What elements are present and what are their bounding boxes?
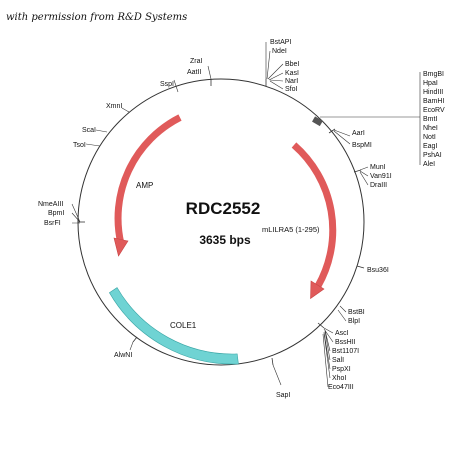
site-asci: AscI (335, 330, 349, 337)
site-ecorv: EcoRV (423, 107, 445, 114)
site-alwni: AlwNI (114, 352, 132, 359)
site-kasi: KasI (285, 70, 299, 77)
site-sfoi: SfoI (285, 86, 298, 93)
site-zrai: ZraI (190, 58, 203, 65)
site-hpai: HpaI (423, 80, 438, 87)
site-sali: SalI (332, 357, 344, 364)
site-draiii: DraIII (370, 182, 387, 189)
site-bpmi: BpmI (48, 210, 64, 217)
site-pspxi: PspXI (332, 366, 351, 373)
site-cluster-muni: MunI Van91I DraIII (353, 164, 392, 189)
site-nmeaiii: NmeAIII (38, 201, 63, 208)
site-alwni-group: AlwNI (114, 336, 138, 359)
site-sapi-group: SapI (271, 357, 290, 399)
mcs-block (312, 116, 323, 127)
site-nari: NarI (285, 78, 298, 85)
site-sspi-group: SspI (160, 79, 179, 93)
site-scai-group: ScaI (82, 127, 108, 134)
amp-arrow-body (114, 114, 182, 245)
site-sapi: SapI (276, 392, 290, 399)
site-eagi: EagI (423, 143, 437, 150)
site-bsu36i: Bsu36I (367, 267, 389, 274)
site-hindiii: HindIII (423, 89, 443, 96)
site-bmti: BmtI (423, 116, 437, 123)
site-noti: NotI (423, 134, 436, 141)
site-tsoi: TsoI (73, 142, 86, 149)
amp-arrowhead (113, 237, 129, 257)
site-xmni: XmnI (106, 103, 122, 110)
site-bst1107i: Bst1107I (332, 348, 359, 355)
site-alei: AleI (423, 161, 435, 168)
site-tsoi-group: TsoI (73, 142, 101, 149)
cole1-label: COLE1 (170, 321, 197, 330)
amp-label: AMP (136, 181, 153, 190)
site-cluster-bottom-right: BstBI BlpI AscI BssHII Bst1107I SalI Psp… (317, 305, 365, 391)
site-bstbi: BstBI (348, 309, 365, 316)
site-ndei: NdeI (272, 48, 287, 55)
site-cluster-top: BstAPI NdeI BbeI KasI NarI SfoI (265, 39, 299, 93)
site-scai: ScaI (82, 127, 96, 134)
site-bmgbi: BmgBI (423, 71, 444, 78)
plasmid-size: 3635 bps (199, 233, 251, 247)
site-sspi: SspI (160, 81, 174, 88)
site-bsu36i-group: Bsu36I (356, 265, 389, 274)
plasmid-name: RDC2552 (186, 199, 261, 218)
site-van91i: Van91I (370, 173, 392, 180)
site-nhei: NheI (423, 125, 438, 132)
insert-arrowhead (310, 280, 325, 300)
site-xmni-group: XmnI (106, 103, 130, 113)
site-xhoi: XhoI (332, 375, 346, 382)
site-eco47iii: Eco47III (328, 384, 354, 391)
site-bsrfi: BsrFI (44, 220, 61, 227)
site-bsshii: BssHII (335, 339, 356, 346)
site-cluster-left: NmeAIII BpmI BsrFI (38, 201, 85, 227)
site-cluster-mcs: BmgBI HpaI HindIII BamHI EcoRV BmtI NheI… (320, 71, 445, 168)
site-bspmi: BspMI (352, 142, 372, 149)
site-bbei: BbeI (285, 61, 299, 68)
cole1-feature-arc (108, 287, 239, 365)
site-cluster-zrai: ZraI AatII (187, 58, 212, 86)
site-bamhi: BamHI (423, 98, 444, 105)
site-aatii: AatII (187, 69, 201, 76)
site-pshai: PshAI (423, 152, 442, 159)
site-blpi: BlpI (348, 318, 360, 325)
insert-label: mLILRA5 (1-295) (262, 225, 320, 234)
site-aari: AarI (352, 130, 365, 137)
insert-arrow-body (291, 142, 337, 288)
permission-text: with permission from R&D Systems (6, 12, 187, 23)
site-cluster-aari: AarI BspMI (328, 128, 372, 149)
site-muni: MunI (370, 164, 386, 171)
site-bstapi: BstAPI (270, 39, 291, 46)
